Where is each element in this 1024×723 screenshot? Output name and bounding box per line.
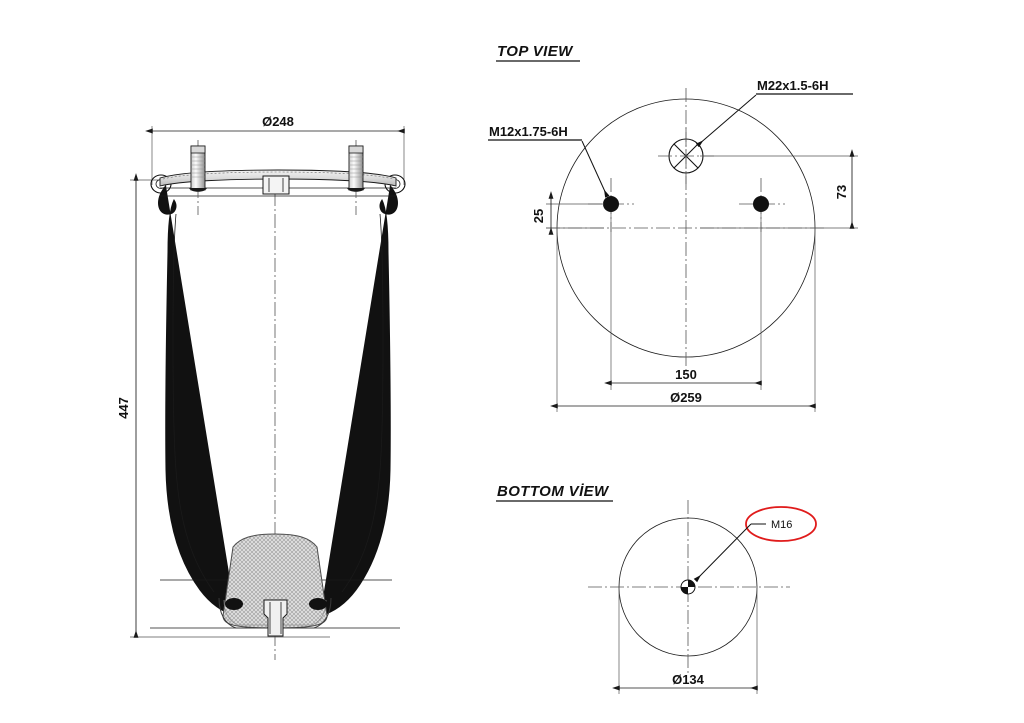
- bottom-view: BOTTOM VİEW M16 Ø134: [496, 483, 817, 694]
- dimension-label-134: Ø134: [672, 672, 705, 687]
- stud-hole-right-dot: [753, 196, 769, 212]
- stud-left-threads: [191, 156, 205, 178]
- dimension-label-73: 73: [834, 185, 849, 199]
- callout-m16-label: M16: [771, 519, 792, 531]
- top-view-title: TOP VIEW: [497, 43, 574, 60]
- bellows-right-wall: [319, 185, 398, 617]
- bellows-left-wall: [158, 185, 237, 617]
- piston-body: [222, 533, 328, 629]
- callout-m16: M16: [693, 506, 817, 583]
- front-view: Ø248 447: [116, 114, 406, 660]
- callout-m16-highlight-ring: [745, 506, 817, 542]
- dimension-label-259: Ø259: [670, 390, 702, 405]
- stud-right-threads: [349, 156, 363, 178]
- air-port-boss: [262, 175, 290, 195]
- dimension-piston-diameter: Ø134: [612, 587, 758, 694]
- callout-m22: M22x1.5-6H: [695, 78, 853, 148]
- mounting-stud-right: [347, 140, 365, 215]
- bottom-view-title: BOTTOM VİEW: [497, 483, 610, 500]
- callout-m12-label: M12x1.75-6H: [489, 124, 568, 139]
- dimension-label-25: 25: [531, 209, 546, 223]
- stud-right-weld-root: [347, 188, 365, 192]
- top-view: TOP VIEW M22x1.5-6H: [488, 43, 858, 412]
- mounting-stud-left: [189, 140, 207, 215]
- stud-hole-left-dot: [603, 196, 619, 212]
- dimension-port-offset-vertical: 73: [700, 149, 858, 229]
- dimension-label-top-plate-diameter: Ø248: [262, 114, 294, 129]
- dimension-plate-diameter: Ø259: [550, 228, 816, 412]
- bellows-bead-right-seat: [309, 598, 327, 610]
- dimension-stud-spacing: 150: [604, 212, 762, 390]
- piston-center-hole-quadrant-b: [681, 587, 688, 594]
- dimension-stud-offset: 25: [531, 191, 604, 235]
- bellows-bead-left-seat: [225, 598, 243, 610]
- callout-m22-label: M22x1.5-6H: [757, 78, 829, 93]
- callout-m16-leader: [693, 523, 752, 583]
- stud-right-head: [348, 145, 364, 154]
- piston-center-hole: [680, 579, 696, 595]
- top-plate-seam: [162, 171, 394, 180]
- dimension-label-150: 150: [675, 367, 697, 382]
- piston-assembly: [150, 533, 400, 637]
- stud-left-weld-root: [189, 188, 207, 192]
- stud-left-head: [190, 145, 206, 154]
- center-air-port: [262, 175, 290, 195]
- bellows-sleeve: [158, 185, 398, 617]
- dimension-top-plate-diameter: Ø248: [145, 114, 405, 185]
- piston-center-hole-quadrant-a: [688, 580, 695, 587]
- dimension-label-overall-height: 447: [116, 397, 131, 419]
- bellows-inner-contour-right: [341, 213, 384, 593]
- callout-m12-leader: [581, 140, 610, 198]
- callout-m12: M12x1.75-6H: [488, 124, 610, 198]
- bellows-inner-contour-left: [172, 213, 215, 593]
- callout-m22-leader: [695, 94, 757, 148]
